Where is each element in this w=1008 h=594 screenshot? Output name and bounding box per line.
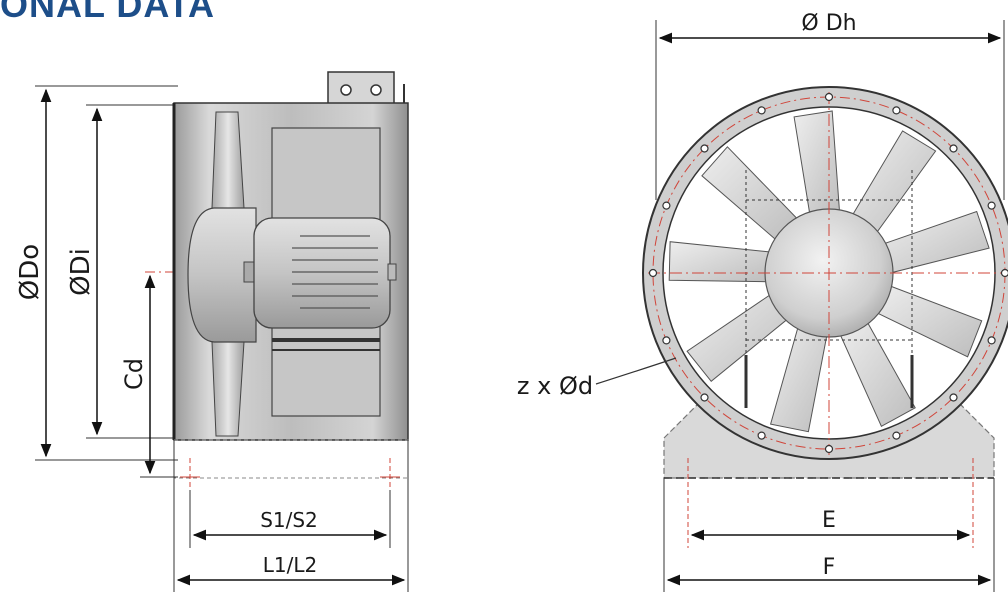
bolt-hole-icon <box>662 336 671 345</box>
bolt-hole-icon <box>700 393 709 402</box>
bolt-hole-icon <box>700 144 709 153</box>
bolt-spec-label: z x Ød <box>517 372 593 400</box>
do-label: ØDo <box>15 244 45 300</box>
bolt-hole-icon <box>824 444 834 454</box>
bracket-hole-icon <box>340 84 352 96</box>
bolt-hole-icon <box>892 431 901 440</box>
motor-body <box>253 217 391 329</box>
bolt-hole-icon <box>757 431 766 440</box>
bolt-hole-icon <box>949 393 958 402</box>
side-view: ØDo ØDi Cd S1/S2 L1/L2 <box>15 71 409 592</box>
fan-blades <box>668 110 990 433</box>
fan-hub-side <box>187 207 257 343</box>
f-label: F <box>823 555 836 580</box>
bolt-hole-icon <box>824 92 834 102</box>
bolt-hole-icon <box>949 144 958 153</box>
bolt-leader-line <box>595 357 677 385</box>
s-label: S1/S2 <box>260 508 318 532</box>
bolt-hole-icon <box>892 106 901 115</box>
front-view: Ø Dh z x Ød E F <box>517 11 1008 592</box>
bolt-hole-icon <box>648 268 658 278</box>
bolt-hole-icon <box>987 201 996 210</box>
bolt-hole-icon <box>757 106 766 115</box>
blade-lower <box>211 341 245 437</box>
bolt-holes <box>648 92 1008 454</box>
bolt-hole-icon <box>662 201 671 210</box>
cd-label: Cd <box>120 358 148 390</box>
e-label: E <box>822 508 836 533</box>
blade-upper <box>211 111 245 209</box>
bolt-hole-icon <box>1000 268 1008 278</box>
section-heading: ONAL DATA <box>0 0 215 25</box>
l-label: L1/L2 <box>263 553 317 577</box>
bracket-hole-icon <box>370 84 382 96</box>
dh-label: Ø Dh <box>801 11 856 36</box>
di-label: ØDi <box>66 248 96 296</box>
mounting-bracket <box>327 71 395 105</box>
base-feet-outline <box>173 439 409 479</box>
bolt-hole-icon <box>987 336 996 345</box>
